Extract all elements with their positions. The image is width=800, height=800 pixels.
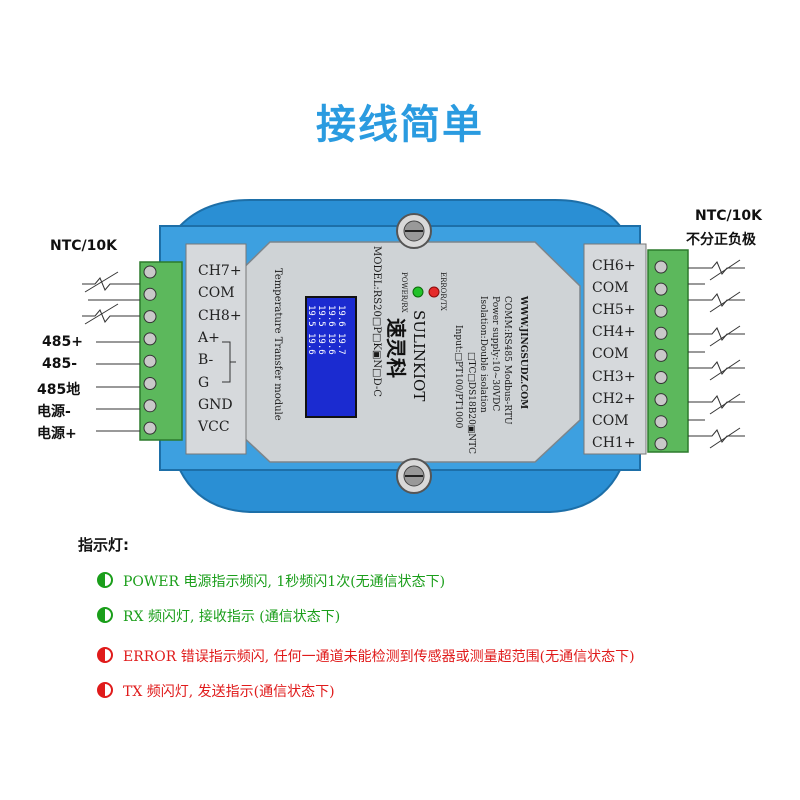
terminal-screw-icon: [654, 260, 668, 274]
led-error-label: ERROR/TX: [439, 272, 447, 311]
left-terminal-label: A+: [198, 329, 220, 346]
top-screw-icon: [396, 213, 432, 249]
indicator-description: RX 频闪灯, 接收指示 (通信状态下): [123, 609, 341, 625]
left-sensor-label: NTC/10K: [50, 238, 117, 254]
right-terminal-label: COM: [592, 412, 629, 429]
led-power-label: POWER/RX: [400, 272, 408, 313]
module-input: Input:□PT100/PT1000: [453, 325, 463, 429]
indicator-description: POWER 电源指示频闪, 1秒频闪1次(无通信状态下): [123, 574, 446, 590]
module-isolation: Isolation:Double isolation: [478, 296, 488, 413]
terminal-screw-icon: [654, 326, 668, 340]
terminal-screw-icon: [143, 377, 157, 390]
module-name: Temperature Transfer module: [272, 268, 283, 421]
bottom-screw-icon: [396, 458, 432, 494]
right-terminal-panel: [583, 243, 647, 455]
module-input-2: □TC□DS18B20▣NTC: [466, 352, 476, 455]
right-terminal-label: CH1+: [592, 434, 636, 451]
right-terminal-label: CH2+: [592, 390, 636, 407]
terminal-screw-icon: [654, 415, 668, 429]
left-terminal-panel: [185, 243, 247, 455]
module-model: MODEL:RS20□P□K▣N□D-C: [371, 246, 382, 397]
lcd-reading: 19.6: [316, 333, 326, 355]
left-terminal-block: [139, 261, 183, 441]
module-brand-cn: 速灵科: [384, 318, 408, 378]
terminal-screw-icon: [654, 348, 668, 362]
left-terminal-label: CH8+: [198, 307, 242, 324]
wire-label-power-plus: 电源+: [37, 426, 77, 442]
led-indicator-icon: [97, 572, 113, 588]
terminal-screw-icon: [143, 310, 157, 324]
terminal-screw-icon: [654, 304, 668, 318]
wire-label-485-minus: 485-: [42, 356, 78, 372]
right-terminal-block: [647, 249, 689, 453]
left-terminal-label: B-: [198, 352, 214, 369]
lcd-reading: 19.7: [336, 333, 346, 355]
left-terminal-label: CH7+: [198, 263, 242, 279]
lcd-display: [305, 296, 357, 418]
error-led-icon: [428, 286, 440, 298]
lcd-reading: 19.5: [306, 305, 316, 327]
indicator-heading: 指示灯:: [78, 536, 129, 554]
left-terminal-label: COM: [198, 285, 235, 302]
terminal-screw-icon: [654, 437, 668, 451]
left-terminal-label: GND: [198, 396, 233, 413]
left-terminal-label: VCC: [198, 419, 230, 436]
right-terminal-label: CH4+: [592, 324, 636, 341]
led-indicator-icon: [97, 647, 113, 663]
terminal-screw-icon: [654, 282, 668, 296]
terminal-screw-icon: [143, 421, 157, 435]
terminal-screw-icon: [143, 332, 157, 346]
right-terminal-label: COM: [592, 346, 629, 363]
module-top-cap: [177, 199, 623, 227]
module-website: WWW.JINGSUDZ.COM: [518, 296, 528, 410]
terminal-screw-icon: [654, 393, 668, 407]
right-terminal-label: COM: [592, 280, 629, 297]
right-sensor-polarity-label: 不分正负极: [686, 232, 756, 248]
lcd-reading: 19.6: [336, 305, 346, 327]
left-sensor-wiring: [82, 271, 140, 325]
right-terminal-label: CH3+: [592, 368, 636, 385]
right-sensor-label: NTC/10K: [695, 208, 762, 224]
right-sensor-wiring: [688, 259, 745, 449]
module-brand-en: SULINKIOT: [410, 310, 428, 402]
module-comm: COMM:RS485 Modbus-RTU: [502, 296, 512, 425]
lcd-reading: 19.5: [316, 305, 326, 327]
led-indicator-icon: [97, 607, 113, 623]
lcd-reading: 19.6: [326, 333, 336, 355]
terminal-screw-icon: [143, 265, 157, 279]
module-power: Power supply:10~30VDC: [490, 296, 500, 412]
terminal-screw-icon: [654, 371, 668, 384]
rs485-bracket: [222, 341, 236, 383]
page-title: 接线简单: [316, 102, 484, 148]
lcd-reading: 19.6: [326, 305, 336, 327]
module-bottom-cap: [178, 469, 622, 513]
lcd-reading: 19.6: [306, 333, 316, 355]
right-terminal-label: CH6+: [592, 258, 636, 274]
power-led-icon: [412, 286, 424, 298]
right-terminal-label: CH5+: [592, 302, 636, 319]
left-terminal-label: G: [198, 374, 210, 391]
indicator-description: ERROR 错误指示频闪, 任何一通道未能检测到传感器或测量超范围(无通信状态下…: [123, 649, 635, 665]
wire-label-power-minus: 电源-: [37, 404, 71, 420]
indicator-description: TX 频闪灯, 发送指示(通信状态下): [123, 684, 335, 700]
terminal-screw-icon: [143, 287, 157, 301]
wire-label-485-ground: 485地: [37, 382, 81, 398]
terminal-screw-icon: [143, 399, 157, 413]
led-indicator-icon: [97, 682, 113, 698]
terminal-screw-icon: [143, 354, 157, 368]
wire-label-485-plus: 485+: [42, 334, 83, 350]
left-wire-leads: [96, 341, 140, 432]
